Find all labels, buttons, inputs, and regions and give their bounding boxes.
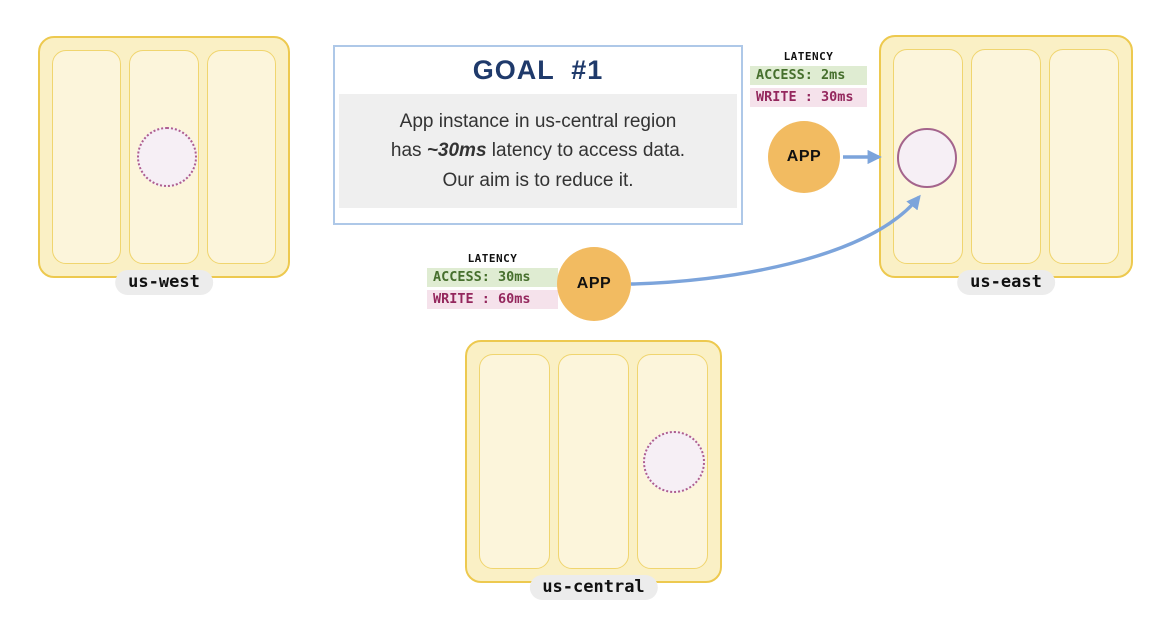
app-instance-us-east: APP (768, 121, 840, 193)
region-us-central: us-central (465, 340, 722, 600)
latency-heading: LATENCY (783, 50, 834, 63)
zone-column (52, 50, 122, 264)
goal-body-line2-post: latency to access data. (486, 140, 686, 162)
region-us-west: us-west (38, 36, 290, 295)
latency-access-row: ACCESS: 30ms (427, 268, 558, 287)
zone-column (206, 50, 276, 264)
zone-column (558, 354, 629, 569)
goal-callout: GOAL #1 App instance in us-central regio… (333, 45, 743, 225)
latency-write-row: WRITE : 30ms (750, 88, 867, 107)
database-circle (897, 128, 957, 188)
goal-title: GOAL #1 (472, 55, 604, 85)
zone-column (1049, 49, 1119, 264)
database-placeholder-circle (643, 431, 705, 493)
goal-body-line2-pre: has (390, 140, 427, 162)
goal-body-text: App instance in us-central region has ~3… (339, 94, 737, 209)
region-label-us-east: us-east (957, 270, 1055, 295)
latency-heading: LATENCY (467, 252, 518, 265)
app-instance-us-central: APP (557, 247, 631, 321)
goal-body-line2: has ~30ms latency to access data. (347, 136, 729, 165)
region-label-us-west: us-west (115, 270, 213, 295)
goal-body-line1: App instance in us-central region (399, 111, 677, 132)
zone-column (971, 49, 1041, 264)
latency-write-row: WRITE : 60ms (427, 290, 558, 309)
latency-access-row: ACCESS: 2ms (750, 66, 867, 85)
latency-block-us-east-app: LATENCY ACCESS: 2ms WRITE : 30ms (750, 50, 867, 107)
goal-latency-highlight: ~30ms (426, 140, 487, 162)
latency-block-us-central-app: LATENCY ACCESS: 30ms WRITE : 60ms (427, 252, 558, 309)
zone-column (479, 354, 550, 569)
region-us-east: us-east (879, 35, 1133, 295)
database-placeholder-circle (137, 127, 197, 187)
goal-body-line3: Our aim is to reduce it. (442, 169, 634, 191)
region-label-us-central: us-central (529, 575, 658, 600)
